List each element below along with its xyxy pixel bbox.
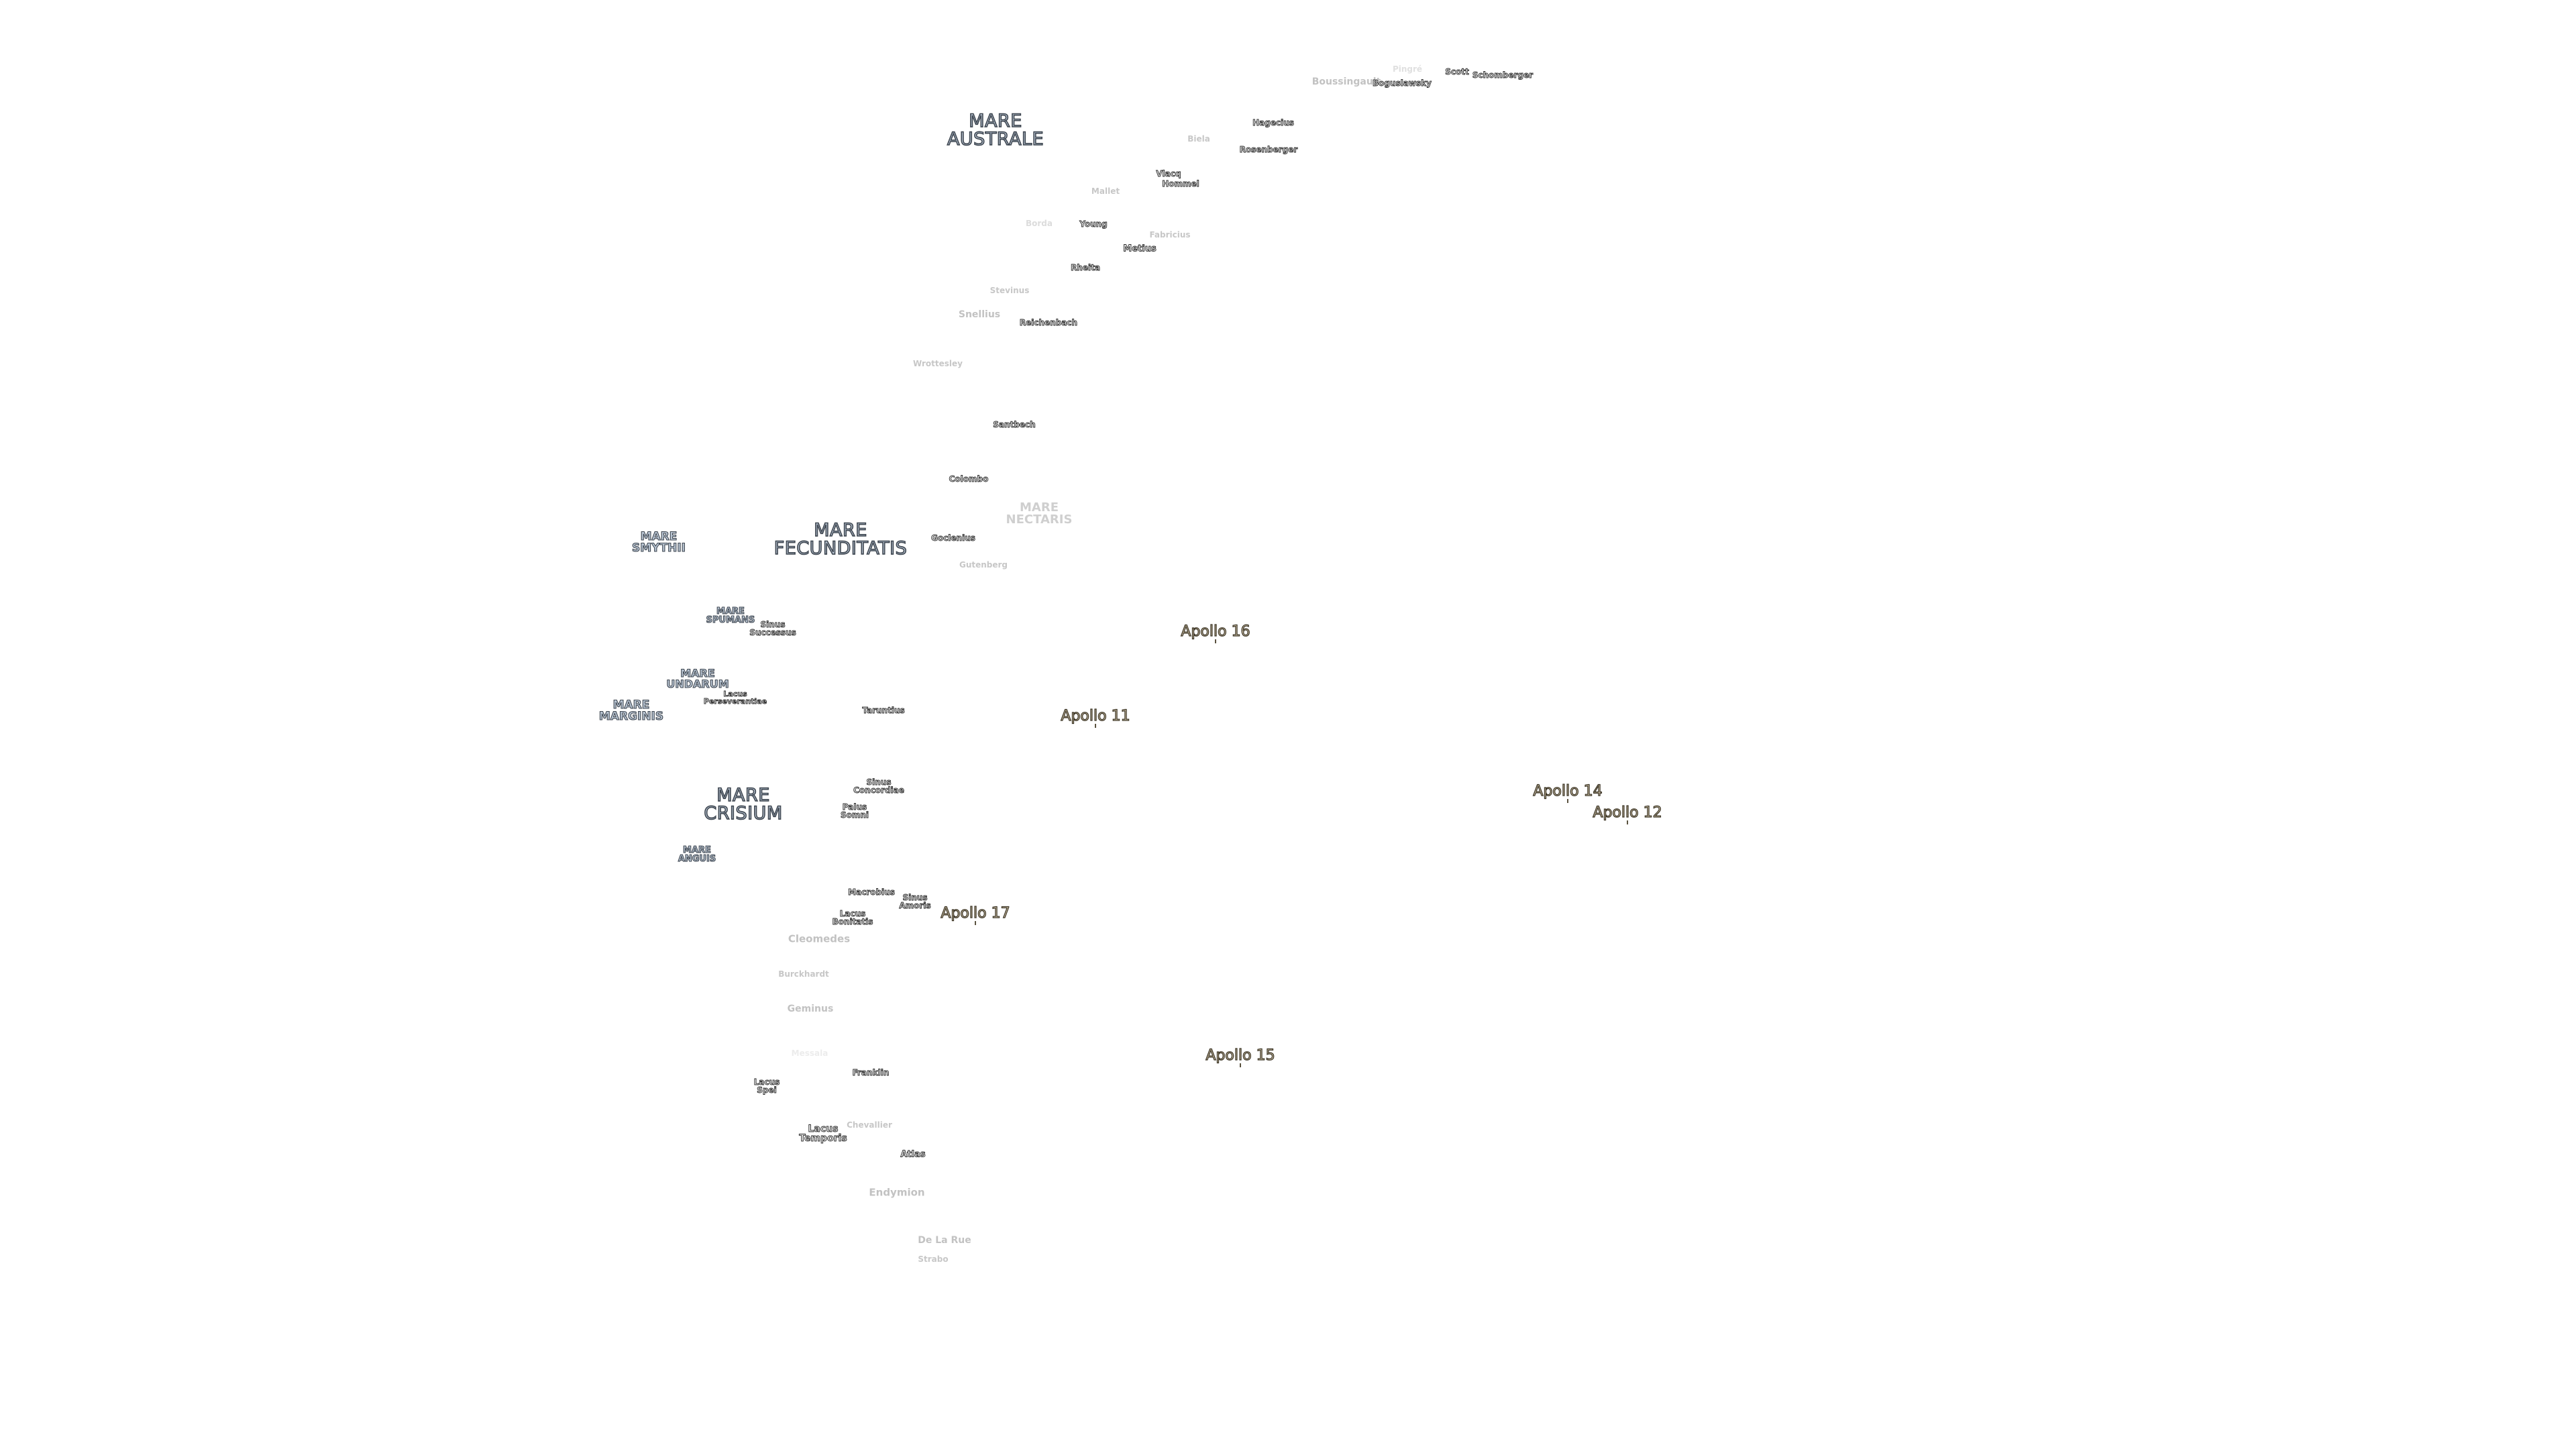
label-boguslawsky: Boguslawsky	[1373, 78, 1432, 88]
label-wrottesley: Wrottesley	[912, 359, 963, 368]
label-de-la-rue: De La Rue	[918, 1235, 971, 1246]
label-reichenbach: Reichenbach	[1019, 318, 1078, 327]
label-lacus-spei: Lacus Spei	[753, 1077, 780, 1095]
label-young: Young	[1079, 219, 1108, 229]
label-goclenius: Goclenius	[931, 533, 976, 543]
label-apollo-12[interactable]: Apollo 12	[1593, 804, 1662, 821]
label-sinus-successus: Sinus Successus	[749, 620, 796, 637]
label-boussingault: Boussingault	[1311, 76, 1381, 87]
label-mare-spumans: MARE SPUMANS	[706, 606, 755, 625]
label-cleomedes: Cleomedes	[788, 932, 851, 945]
label-stevinus: Stevinus	[989, 286, 1030, 295]
label-mare-fecunditatis: MARE FECUNDITATIS	[773, 520, 908, 559]
label-colombo: Colombo	[949, 474, 989, 484]
label-rosenberger: Rosenberger	[1239, 145, 1298, 154]
label-biela: Biela	[1187, 134, 1210, 144]
apollo-12-marker-icon	[1627, 820, 1628, 824]
label-taruntius: Taruntius	[862, 706, 905, 715]
label-schomberger: Schomberger	[1472, 70, 1534, 80]
label-santbech: Santbech	[993, 420, 1036, 429]
label-snellius: Snellius	[958, 309, 1001, 320]
label-burckhardt: Burckhardt	[778, 969, 829, 979]
label-rheita: Rheita	[1071, 263, 1101, 272]
label-chevallier: Chevallier	[847, 1120, 892, 1130]
label-macrobius: Macrobius	[848, 888, 896, 897]
label-sinus-concordiae: Sinus Concordiae	[853, 777, 905, 795]
label-mare-nectaris: MARE NECTARIS	[1006, 500, 1073, 527]
label-lacus-temporis: Lacus Temporis	[799, 1124, 847, 1144]
label-mare-marginis: MARE MARGINIS	[598, 698, 664, 723]
apollo-16-marker-icon	[1215, 639, 1216, 643]
label-hommel: Hommel	[1162, 179, 1199, 189]
label-geminus: Geminus	[787, 1004, 834, 1014]
label-atlas: Atlas	[900, 1149, 926, 1160]
label-mare-crisium: MARE CRISIUM	[704, 785, 783, 824]
label-hagecius: Hagecius	[1252, 118, 1295, 127]
label-metius: Metius	[1123, 244, 1157, 254]
label-gutenberg: Gutenberg	[959, 560, 1008, 570]
apollo-14-marker-icon	[1567, 799, 1568, 803]
label-mare-smythii: MARE SMYTHII	[631, 530, 686, 555]
label-fabricius: Fabricius	[1149, 230, 1191, 239]
label-pingre: Pingré	[1392, 64, 1423, 74]
label-scott: Scott	[1445, 67, 1469, 76]
label-mare-australe: MARE AUSTRALE	[947, 111, 1044, 150]
label-apollo-15[interactable]: Apollo 15	[1205, 1047, 1275, 1064]
label-franklin: Franklin	[852, 1068, 890, 1077]
apollo-11-marker-icon	[1095, 724, 1096, 728]
label-messala: Messala	[791, 1049, 828, 1058]
label-apollo-14[interactable]: Apollo 14	[1533, 783, 1603, 800]
label-apollo-17[interactable]: Apollo 17	[941, 905, 1010, 922]
apollo-17-marker-icon	[975, 921, 976, 925]
label-vlacq: Vlacq	[1156, 169, 1181, 178]
label-mare-anguis: MARE ANGUIS	[678, 845, 716, 864]
label-apollo-16[interactable]: Apollo 16	[1181, 623, 1250, 640]
label-mallet: Mallet	[1091, 186, 1120, 196]
label-sinus-amoris: Sinus Amoris	[899, 893, 931, 910]
label-palus-somni: Palus Somni	[840, 802, 869, 820]
apollo-15-marker-icon	[1240, 1063, 1241, 1067]
label-apollo-11[interactable]: Apollo 11	[1061, 708, 1130, 724]
label-strabo: Strabo	[918, 1254, 949, 1264]
label-mare-undarum: MARE UNDARUM	[666, 667, 729, 690]
label-endymion: Endymion	[869, 1186, 925, 1199]
label-lacus-bonitatis: Lacus Bonitatis	[832, 909, 873, 926]
label-borda: Borda	[1026, 219, 1053, 228]
label-lacus-perseverantiae: Lacus Perseverantiae	[703, 690, 767, 706]
